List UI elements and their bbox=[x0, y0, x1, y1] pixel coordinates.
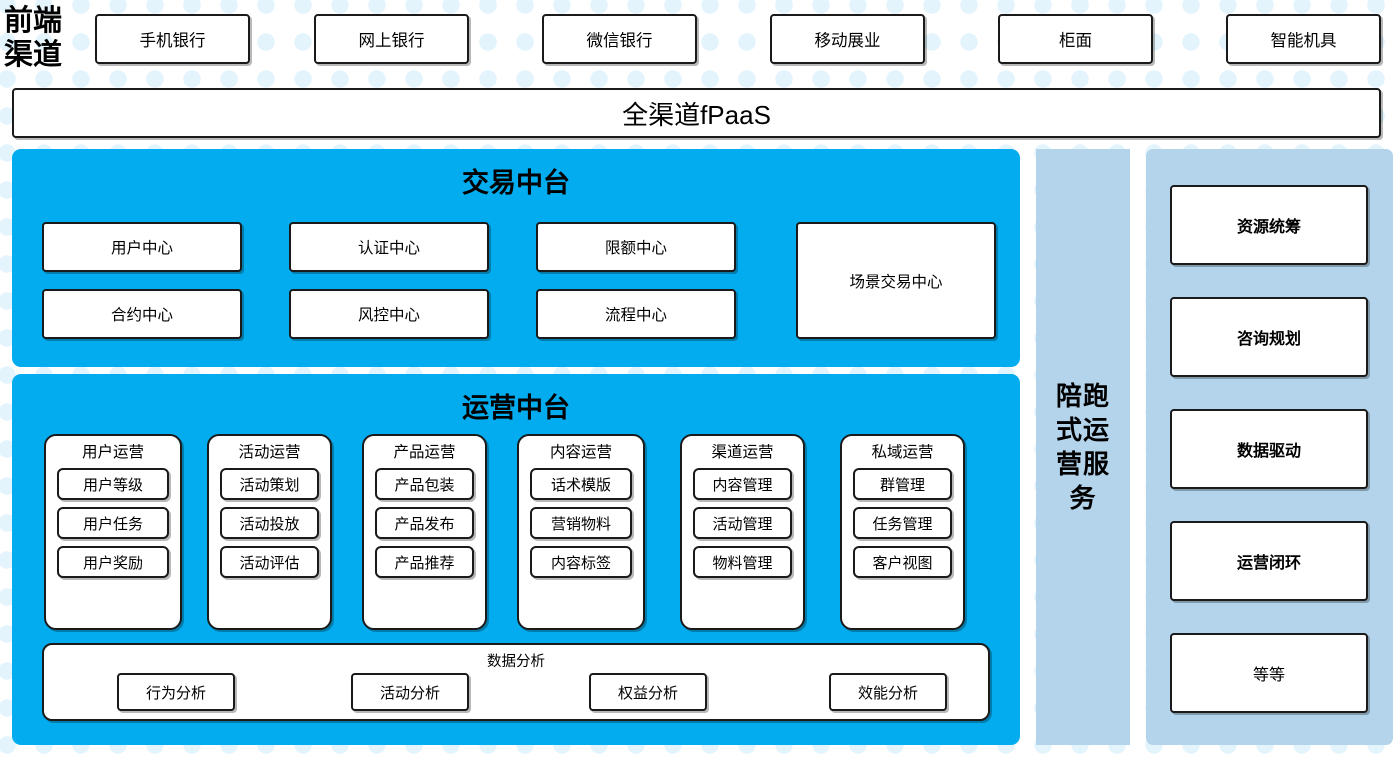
ops-item-campaign-launch[interactable]: 活动投放 bbox=[220, 507, 319, 539]
ops-group-user: 用户运营 用户等级 用户任务 用户奖励 bbox=[44, 434, 182, 630]
ops-item-user-level[interactable]: 用户等级 bbox=[57, 468, 169, 500]
ops-item-user-task[interactable]: 用户任务 bbox=[57, 507, 169, 539]
ops-item-product-release[interactable]: 产品发布 bbox=[375, 507, 474, 539]
ops-group-channel: 渠道运营 内容管理 活动管理 物料管理 bbox=[680, 434, 805, 630]
ops-item-campaign-review[interactable]: 活动评估 bbox=[220, 546, 319, 578]
channel-box-smart-machine[interactable]: 智能机具 bbox=[1226, 14, 1381, 64]
trade-center-title: 交易中台 bbox=[462, 168, 570, 198]
ops-group-campaign: 活动运营 活动策划 活动投放 活动评估 bbox=[207, 434, 332, 630]
value-box-consulting-planning[interactable]: 咨询规划 bbox=[1170, 297, 1368, 377]
data-analysis-item-benefit[interactable]: 权益分析 bbox=[589, 673, 707, 711]
ops-item-content-manage[interactable]: 内容管理 bbox=[693, 468, 792, 500]
trade-box-risk-center[interactable]: 风控中心 bbox=[289, 289, 489, 339]
ops-group-title-channel: 渠道运营 bbox=[711, 444, 774, 461]
ops-group-product: 产品运营 产品包装 产品发布 产品推荐 bbox=[362, 434, 487, 630]
ops-item-user-reward[interactable]: 用户奖励 bbox=[57, 546, 169, 578]
channel-box-mobile-field[interactable]: 移动展业 bbox=[770, 14, 925, 64]
ops-item-campaign-plan[interactable]: 活动策划 bbox=[220, 468, 319, 500]
channel-box-wechat-bank[interactable]: 微信银行 bbox=[542, 14, 697, 64]
trade-center-panel: 交易中台 用户中心 认证中心 限额中心 合约中心 风控中心 流程中心 场景交易中… bbox=[12, 149, 1020, 367]
accompany-operation-service-column: 陪跑式运营服务 bbox=[1036, 149, 1130, 745]
ops-center-title: 运营中台 bbox=[462, 393, 570, 423]
channel-label-line-1: 前端 bbox=[4, 5, 63, 37]
ops-center-panel: 运营中台 用户运营 用户等级 用户任务 用户奖励 活动运营 活动策划 活动投放 … bbox=[12, 374, 1020, 745]
ops-item-marketing-asset[interactable]: 营销物料 bbox=[530, 507, 632, 539]
data-analysis-section: 数据分析 行为分析 活动分析 权益分析 效能分析 bbox=[42, 643, 990, 721]
front-end-channel-label: 前端 渠道 bbox=[4, 2, 82, 74]
ops-item-script-template[interactable]: 话术模版 bbox=[530, 468, 632, 500]
data-analysis-item-performance[interactable]: 效能分析 bbox=[829, 673, 947, 711]
data-analysis-item-campaign[interactable]: 活动分析 bbox=[351, 673, 469, 711]
value-box-resource-coordination[interactable]: 资源统筹 bbox=[1170, 185, 1368, 265]
front-end-channel-row: 前端 渠道 手机银行 网上银行 微信银行 移动展业 柜面 智能机具 bbox=[0, 0, 1393, 80]
channel-box-online-bank[interactable]: 网上银行 bbox=[314, 14, 469, 64]
trade-box-contract-center[interactable]: 合约中心 bbox=[42, 289, 242, 339]
ops-item-content-tag[interactable]: 内容标签 bbox=[530, 546, 632, 578]
ops-item-product-recommend[interactable]: 产品推荐 bbox=[375, 546, 474, 578]
omnichannel-fpaas-bar[interactable]: 全渠道fPaaS bbox=[12, 88, 1381, 138]
trade-box-scenario-trade-center[interactable]: 场景交易中心 bbox=[796, 222, 996, 339]
channel-box-counter[interactable]: 柜面 bbox=[998, 14, 1153, 64]
ops-item-product-packaging[interactable]: 产品包装 bbox=[375, 468, 474, 500]
ops-group-title-user: 用户运营 bbox=[81, 444, 144, 461]
ops-group-private-domain: 私域运营 群管理 任务管理 客户视图 bbox=[840, 434, 965, 630]
ops-group-title-content: 内容运营 bbox=[549, 444, 612, 461]
ops-item-task-manage[interactable]: 任务管理 bbox=[853, 507, 952, 539]
trade-box-auth-center[interactable]: 认证中心 bbox=[289, 222, 489, 272]
ops-item-group-manage[interactable]: 群管理 bbox=[853, 468, 952, 500]
ops-item-campaign-manage[interactable]: 活动管理 bbox=[693, 507, 792, 539]
value-box-etc[interactable]: 等等 bbox=[1170, 633, 1368, 713]
data-analysis-title: 数据分析 bbox=[487, 654, 545, 670]
ops-item-asset-manage[interactable]: 物料管理 bbox=[693, 546, 792, 578]
ops-group-content: 内容运营 话术模版 营销物料 内容标签 bbox=[517, 434, 645, 630]
channel-box-mobile-bank[interactable]: 手机银行 bbox=[95, 14, 250, 64]
ops-group-title-private-domain: 私域运营 bbox=[871, 444, 934, 461]
trade-box-process-center[interactable]: 流程中心 bbox=[536, 289, 736, 339]
channel-label-line-2: 渠道 bbox=[4, 39, 63, 71]
accompany-operation-service-label: 陪跑式运营服务 bbox=[1055, 381, 1110, 513]
ops-item-customer-view[interactable]: 客户视图 bbox=[853, 546, 952, 578]
value-box-ops-closed-loop[interactable]: 运营闭环 bbox=[1170, 521, 1368, 601]
ops-group-title-product: 产品运营 bbox=[393, 444, 456, 461]
trade-box-user-center[interactable]: 用户中心 bbox=[42, 222, 242, 272]
ops-group-title-campaign: 活动运营 bbox=[238, 444, 301, 461]
trade-box-limit-center[interactable]: 限额中心 bbox=[536, 222, 736, 272]
value-box-data-driven[interactable]: 数据驱动 bbox=[1170, 409, 1368, 489]
data-analysis-item-behavior[interactable]: 行为分析 bbox=[117, 673, 235, 711]
value-column-panel: 资源统筹 咨询规划 数据驱动 运营闭环 等等 bbox=[1146, 149, 1393, 745]
